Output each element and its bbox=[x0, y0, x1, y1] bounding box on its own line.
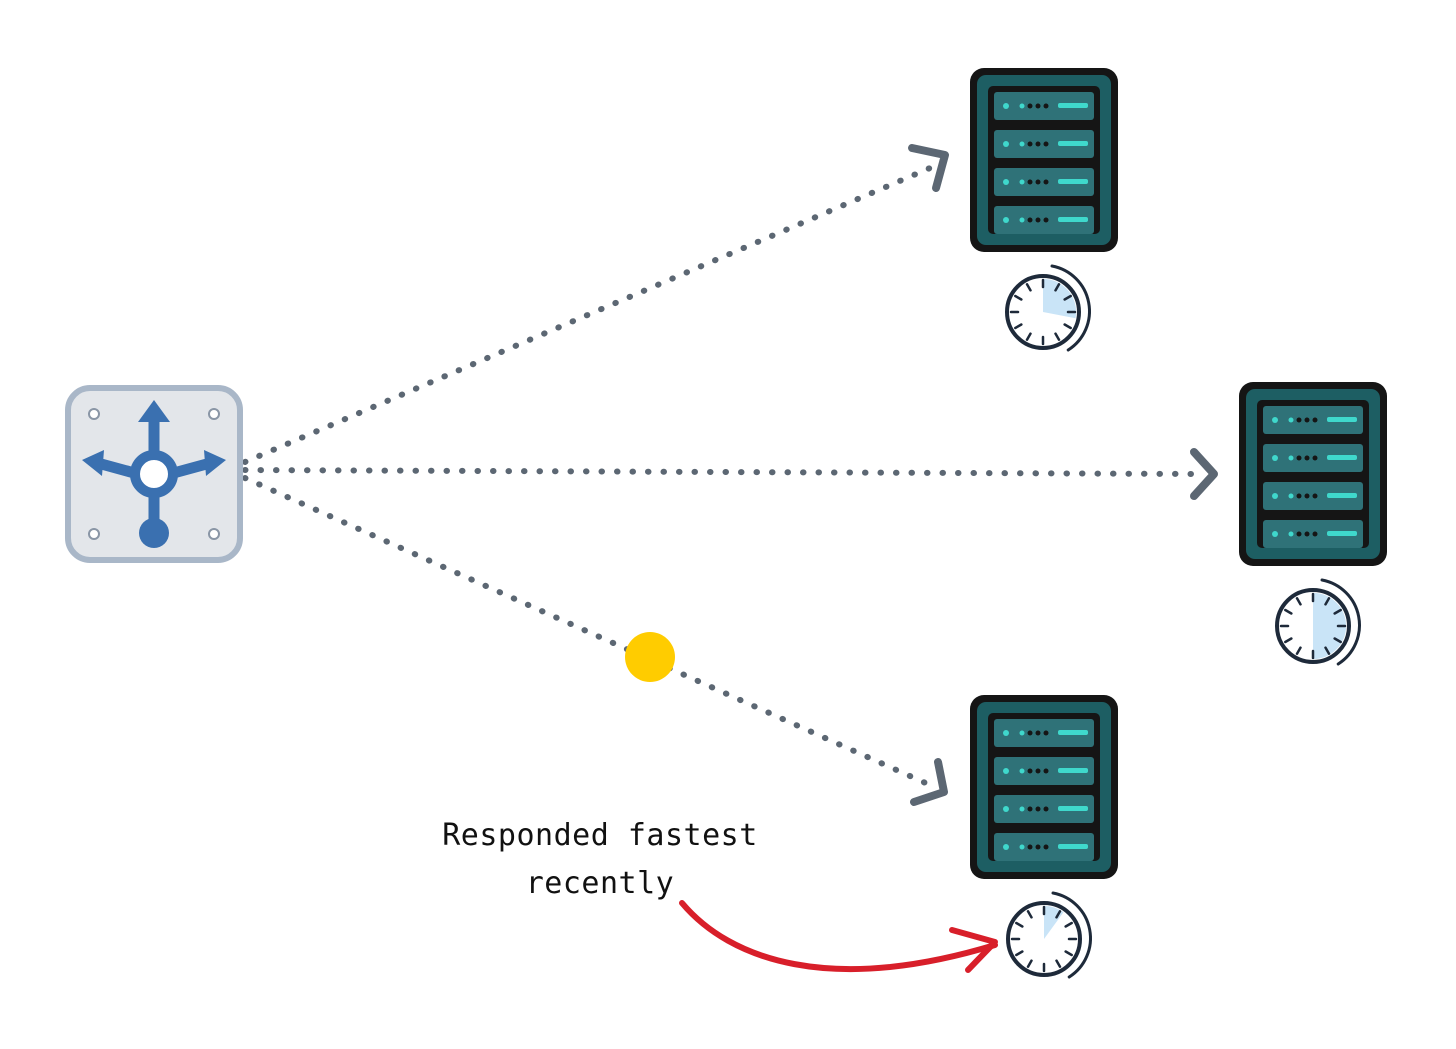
timer-bottom-stopwatch-icon bbox=[1006, 891, 1092, 979]
annotation-line-1: Responded fastest bbox=[442, 818, 758, 853]
server-bottom-icon bbox=[970, 695, 1118, 879]
connection-top bbox=[242, 165, 933, 465]
server-middle-icon bbox=[1239, 382, 1387, 566]
arrowhead-middle-icon bbox=[1190, 448, 1218, 500]
connection-bottom bbox=[242, 475, 933, 788]
arrowhead-bottom-icon bbox=[910, 758, 948, 806]
load-balancer bbox=[65, 385, 243, 563]
connection-middle bbox=[242, 467, 1203, 477]
connection-lines bbox=[242, 165, 1203, 788]
packet-dot-icon bbox=[625, 632, 675, 682]
annotation-label: Responded fastest recently bbox=[400, 812, 800, 908]
arrowhead-top-icon bbox=[908, 144, 949, 192]
server-top-icon bbox=[970, 68, 1118, 252]
curved-red-arrow-icon bbox=[679, 900, 998, 973]
timer-top-stopwatch-icon bbox=[1005, 264, 1091, 352]
timer-middle-stopwatch-icon bbox=[1275, 578, 1361, 666]
annotation-line-2: recently bbox=[525, 866, 675, 901]
